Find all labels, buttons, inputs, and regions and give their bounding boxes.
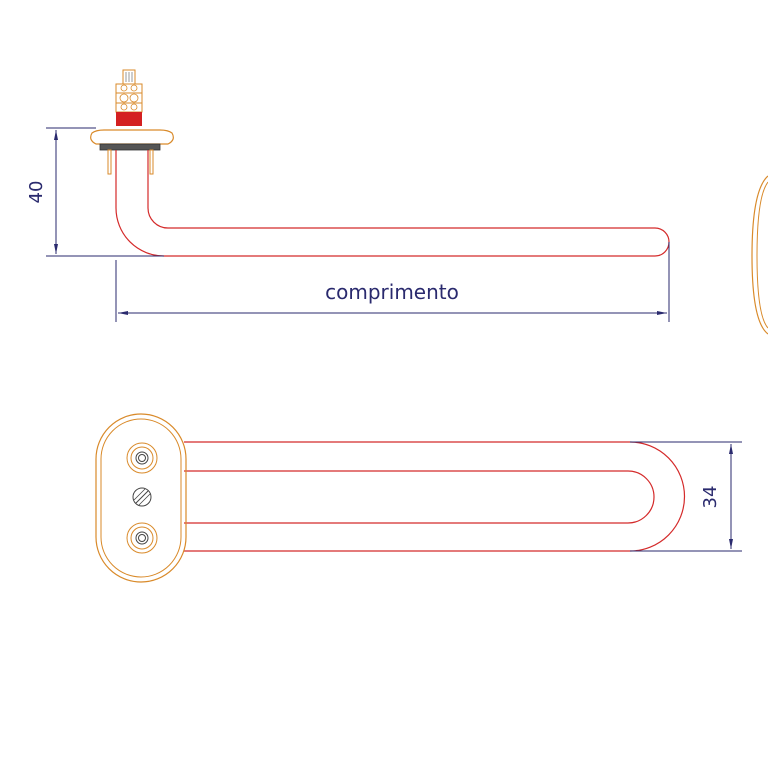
flange (90, 129, 174, 175)
ground-screw (132, 487, 152, 507)
side-view: 40 comprimento (26, 69, 670, 322)
tube-top-view (184, 441, 686, 552)
terminal-stud (115, 69, 143, 126)
height-dimension-label: 40 (26, 181, 47, 204)
top-view: 34 (95, 413, 742, 583)
terminal-top (126, 442, 158, 474)
red-seal (116, 112, 142, 126)
flange-top-view (95, 413, 187, 583)
terminal-bottom (126, 522, 158, 554)
length-dimension-label: comprimento (325, 280, 459, 304)
width-dimension-label: 34 (700, 486, 721, 509)
end-view-partial (751, 175, 768, 335)
tube-side-view (115, 150, 670, 257)
